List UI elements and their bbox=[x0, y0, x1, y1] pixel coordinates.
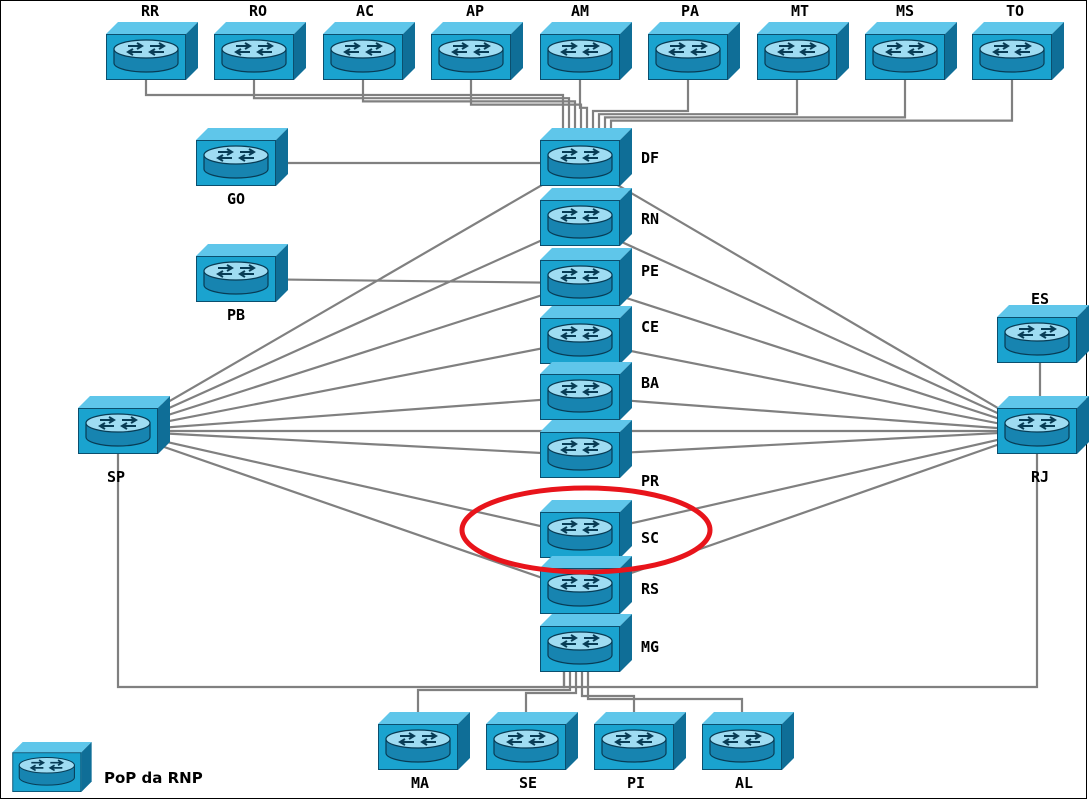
router-icon-pr[interactable] bbox=[540, 420, 632, 478]
link-mg-pi bbox=[580, 672, 636, 724]
router-label-ro: RO bbox=[249, 2, 267, 20]
router-icon-pe[interactable] bbox=[540, 248, 632, 306]
router-label-df: DF bbox=[641, 149, 659, 167]
router-label-ap: AP bbox=[466, 2, 484, 20]
router-icon-mt[interactable] bbox=[757, 22, 849, 80]
router-label-pr: PR bbox=[641, 472, 660, 490]
link-rj-ce bbox=[579, 339, 1038, 433]
router-icon-ma[interactable] bbox=[378, 712, 470, 770]
link-ro-df bbox=[252, 80, 571, 140]
router-icon-to[interactable] bbox=[972, 22, 1064, 80]
link-mg-se bbox=[524, 672, 578, 724]
link-sp-pe bbox=[117, 281, 581, 433]
router-label-pi: PI bbox=[627, 774, 645, 792]
router-icon-ms[interactable] bbox=[865, 22, 957, 80]
legend-label: PoP da RNP bbox=[104, 769, 203, 787]
router-icon-rs[interactable] bbox=[540, 556, 632, 614]
router-icon-ac[interactable] bbox=[323, 22, 415, 80]
link-pb-pe bbox=[235, 277, 581, 285]
router-icon-ap[interactable] bbox=[431, 22, 523, 80]
router-label-am: AM bbox=[571, 2, 589, 20]
legend: PoP da RNP bbox=[12, 742, 203, 792]
link-rj-sc bbox=[579, 429, 1038, 537]
link-ap-df bbox=[469, 80, 583, 140]
link-sp-rs bbox=[117, 429, 581, 593]
link-rj-pe bbox=[579, 281, 1038, 433]
router-icon-al[interactable] bbox=[702, 712, 794, 770]
router-label-rr: RR bbox=[141, 2, 160, 20]
router-icon-pi[interactable] bbox=[594, 712, 686, 770]
router-label-al: AL bbox=[735, 774, 753, 792]
router-icon-pb[interactable] bbox=[196, 244, 288, 302]
router-label-sc: SC bbox=[641, 529, 659, 547]
router-label-es: ES bbox=[1031, 290, 1049, 308]
router-label-rn: RN bbox=[641, 210, 659, 228]
link-sp-rn bbox=[117, 221, 581, 433]
router-label-ba: BA bbox=[641, 374, 659, 392]
link-am-df bbox=[578, 80, 589, 140]
link-mg-al bbox=[586, 672, 744, 724]
router-label-ce: CE bbox=[641, 318, 659, 336]
router-label-ma: MA bbox=[411, 774, 429, 792]
link-rj-pr bbox=[579, 429, 1038, 457]
link-rj-mg bbox=[562, 408, 1039, 689]
router-label-sp: SP bbox=[107, 468, 125, 486]
router-icon-se[interactable] bbox=[486, 712, 578, 770]
link-ac-df bbox=[361, 80, 577, 140]
link-mt-df bbox=[597, 80, 799, 140]
router-icon-pa[interactable] bbox=[648, 22, 740, 80]
router-label-pb: PB bbox=[227, 306, 245, 324]
link-sp-pr bbox=[117, 429, 581, 457]
link-sp-ce bbox=[117, 339, 581, 433]
router-icon-sc[interactable] bbox=[540, 500, 632, 558]
router-icon-mg[interactable] bbox=[540, 614, 632, 672]
router-label-mg: MG bbox=[641, 638, 659, 656]
router-label-go: GO bbox=[227, 190, 245, 208]
link-sp-sc bbox=[117, 429, 581, 537]
link-sp-ba bbox=[117, 395, 581, 433]
link-rr-df bbox=[144, 80, 565, 140]
router-icon-rr[interactable] bbox=[106, 22, 198, 80]
router-label-to: TO bbox=[1006, 2, 1024, 20]
router-label-pe: PE bbox=[641, 262, 659, 280]
router-label-ms: MS bbox=[896, 2, 914, 20]
link-mg-ma bbox=[416, 672, 572, 724]
sc-highlight-circle bbox=[459, 485, 713, 575]
router-label-rs: RS bbox=[641, 580, 659, 598]
router-label-ac: AC bbox=[356, 2, 374, 20]
router-icon-df[interactable] bbox=[540, 128, 632, 186]
legend-router-icon bbox=[12, 742, 92, 792]
router-icon-rn[interactable] bbox=[540, 188, 632, 246]
router-icon-am[interactable] bbox=[540, 22, 632, 80]
link-pa-df bbox=[591, 80, 690, 140]
router-icon-rj[interactable] bbox=[997, 396, 1089, 454]
router-icon-ce[interactable] bbox=[540, 306, 632, 364]
link-rj-df bbox=[579, 162, 1038, 432]
router-icon-go[interactable] bbox=[196, 128, 288, 186]
router-label-pa: PA bbox=[681, 2, 699, 20]
router-icon-es[interactable] bbox=[997, 305, 1089, 363]
link-rj-rn bbox=[579, 221, 1038, 433]
router-icon-sp[interactable] bbox=[78, 396, 170, 454]
link-sp-df bbox=[117, 162, 581, 432]
router-icon-ro[interactable] bbox=[214, 22, 306, 80]
router-label-mt: MT bbox=[791, 2, 809, 20]
router-label-se: SE bbox=[519, 774, 537, 792]
router-icon-ba[interactable] bbox=[540, 362, 632, 420]
link-rj-ba bbox=[579, 395, 1038, 433]
router-label-rj: RJ bbox=[1031, 468, 1049, 486]
